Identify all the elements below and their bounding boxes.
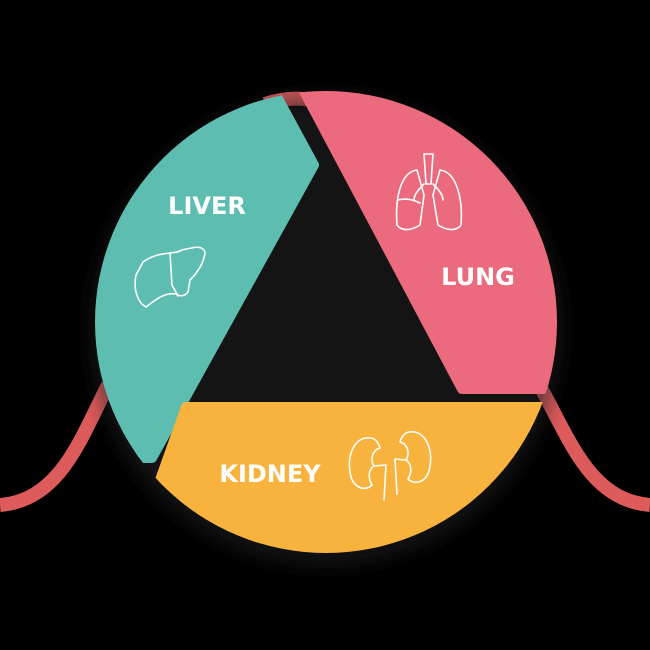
right-connector: [535, 386, 650, 512]
liver-icon: [134, 246, 206, 308]
kidneys-icon: [348, 431, 432, 501]
liver-label: LIVER: [168, 192, 246, 220]
lung-label: LUNG: [441, 263, 515, 291]
kidney-label: KIDNEY: [219, 460, 321, 488]
left-connector: [0, 381, 115, 512]
lungs-icon: [395, 153, 463, 231]
